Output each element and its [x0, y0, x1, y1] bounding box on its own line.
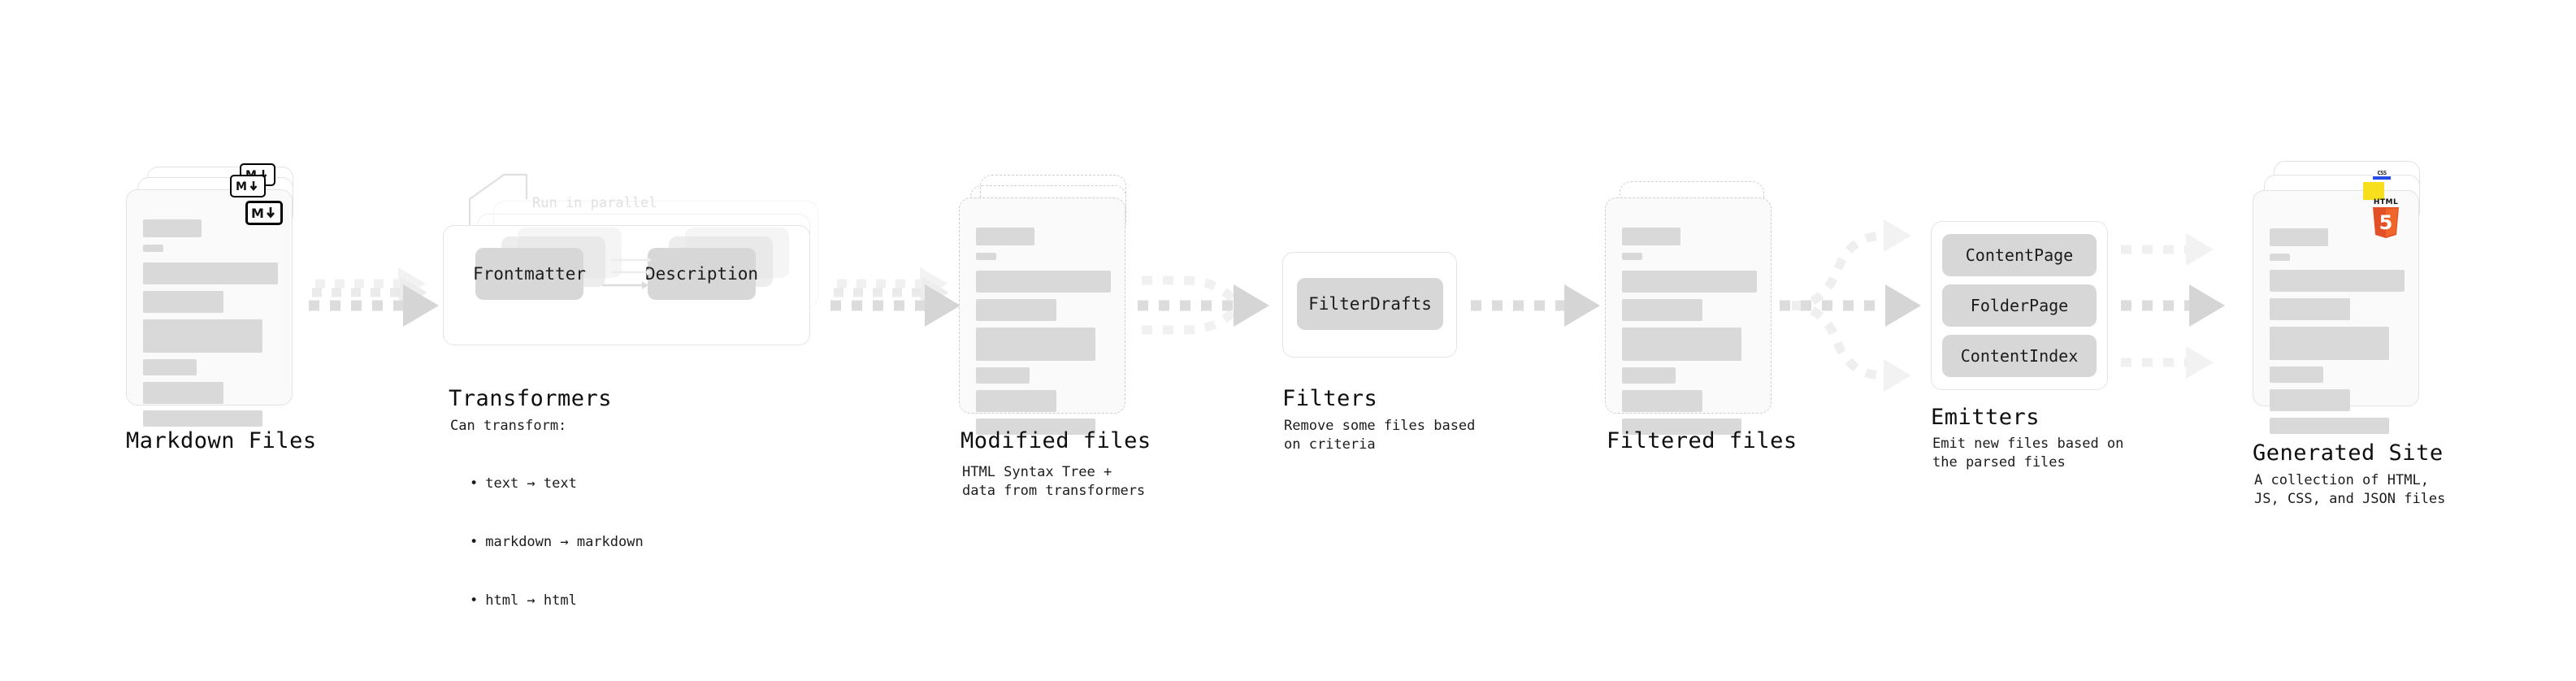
site-skeleton: [2253, 191, 2418, 434]
modified-card-front: [959, 197, 1125, 435]
skeleton-bar: [2270, 418, 2389, 434]
emitters-subtitle: Emit new files based on the parsed files: [1932, 436, 2124, 471]
transformers-bullet: •text → text: [470, 475, 577, 492]
skeleton-bar: [143, 319, 262, 353]
modified-skeleton: [960, 198, 1125, 435]
generated-site-subtitle: A collection of HTML, JS, CSS, and JSON …: [2254, 472, 2446, 507]
svg-text:M: M: [236, 180, 247, 193]
skeleton-bar: [143, 382, 223, 404]
css-icon: CSS: [2373, 166, 2391, 180]
svg-text:5: 5: [2379, 211, 2393, 234]
markdown-card-front: [126, 189, 293, 427]
filtered-files-title: Filtered files: [1607, 428, 1798, 453]
html5-glyph: HTML 5: [2373, 198, 2399, 238]
skeleton-bar: [976, 253, 996, 260]
markdown-glyph: M: [251, 206, 275, 220]
modified-files-subtitle: HTML Syntax Tree + data from transformer…: [962, 464, 1146, 499]
skeleton-bar: [143, 262, 278, 284]
arrow-transformers-to-modified: [830, 267, 961, 327]
generated-site-title: Generated Site: [2253, 440, 2444, 466]
stage-modified-files: [959, 175, 1134, 435]
skeleton-bar: [1622, 271, 1757, 293]
filter-chip-label: FilterDrafts: [1308, 294, 1432, 314]
emitter-chip-label: ContentPage: [1965, 245, 2074, 265]
modified-files-title: Modified files: [961, 428, 1151, 453]
js-icon: [2363, 182, 2384, 200]
svg-text:M: M: [251, 206, 264, 220]
transformers-bullet: •html → html: [470, 592, 577, 609]
filter-chip-filterdrafts[interactable]: FilterDrafts: [1297, 278, 1443, 330]
arrow-emitters-to-site: [2121, 233, 2225, 379]
emitter-chip-label: ContentIndex: [1960, 346, 2079, 366]
html5-icon: HTML 5: [2366, 197, 2405, 242]
transformers-title: Transformers: [449, 386, 613, 411]
bullet-text: markdown → markdown: [485, 534, 644, 550]
filters-subtitle: Remove some files based on criteria: [1284, 418, 1476, 453]
skeleton-bar: [2270, 298, 2350, 320]
skeleton-bar: [2270, 389, 2350, 411]
skeleton-bar: [2270, 327, 2389, 360]
skeleton-bar: [976, 327, 1095, 361]
skeleton-bar: [1622, 327, 1741, 361]
skeleton-bar: [143, 359, 197, 375]
run-in-parallel-label: Run in parallel: [532, 195, 657, 211]
skeleton-bar: [1622, 228, 1680, 245]
emitter-chip-contentpage[interactable]: ContentPage: [1942, 234, 2097, 276]
skeleton-bar: [976, 367, 1030, 384]
skeleton-bar: [1622, 367, 1676, 384]
skeleton-bar: [143, 291, 223, 313]
emitter-chip-label: FolderPage: [1970, 296, 2069, 315]
skeleton-bar: [976, 390, 1056, 412]
skeleton-bar: [2270, 270, 2405, 292]
transformers-subtitle: Can transform:: [450, 418, 567, 434]
stage-generated-site: CSS HTML 5: [2253, 161, 2431, 434]
transformer-chip-label: Description: [644, 264, 759, 284]
stage-filtered-files: [1605, 175, 1780, 435]
bullet-text: html → html: [485, 592, 577, 609]
skeleton-bar: [2270, 367, 2323, 383]
transformers-bullets: •text → text •markdown → markdown •html …: [452, 435, 644, 630]
emitters-title: Emitters: [1931, 405, 2040, 430]
skeleton-bar: [143, 410, 262, 427]
filtered-skeleton: [1606, 198, 1771, 435]
filters-title: Filters: [1282, 386, 1378, 411]
stage-filters: FilterDrafts: [1282, 252, 1457, 358]
skeleton-bar: [1622, 390, 1702, 412]
css-icon-label: CSS: [2377, 170, 2387, 176]
stage-transformers: Frontmatter Description: [443, 191, 825, 358]
arrow-filtered-to-emitters: [1780, 219, 1921, 392]
markdown-skeleton: [127, 190, 292, 427]
transformers-bullet: •markdown → markdown: [470, 534, 644, 550]
markdown-glyph: M: [236, 180, 258, 193]
skeleton-bar: [2270, 228, 2328, 246]
skeleton-bar: [143, 245, 163, 252]
svg-text:HTML: HTML: [2374, 198, 2398, 206]
arrow-markdown-to-transformers: [309, 267, 439, 327]
emitter-chip-folderpage[interactable]: FolderPage: [1942, 284, 2097, 327]
markdown-files-title: Markdown Files: [126, 428, 317, 453]
skeleton-bar: [976, 271, 1111, 293]
markdown-icon: M: [245, 201, 283, 225]
arrow-filters-to-filtered: [1471, 284, 1600, 327]
skeleton-bar: [2270, 254, 2290, 261]
transformer-chip-frontmatter[interactable]: Frontmatter: [472, 248, 587, 300]
site-card-front: [2253, 190, 2419, 434]
stage-markdown-files: M M M: [126, 163, 301, 427]
transformer-chip-label: Frontmatter: [472, 264, 587, 284]
skeleton-bar: [143, 219, 202, 237]
skeleton-bar: [1622, 419, 1741, 435]
markdown-icon-back-1: M: [230, 175, 266, 197]
bullet-text: text → text: [485, 475, 577, 492]
arrow-modified-to-filters: [1138, 275, 1269, 335]
emitter-chip-contentindex[interactable]: ContentIndex: [1942, 335, 2097, 377]
skeleton-bar: [1622, 299, 1702, 321]
skeleton-bar: [976, 228, 1034, 245]
skeleton-bar: [1622, 253, 1642, 260]
filtered-card-front: [1605, 197, 1772, 435]
transformer-chip-description[interactable]: Description: [644, 248, 759, 300]
skeleton-bar: [976, 299, 1056, 321]
stage-emitters: ContentPage FolderPage ContentIndex: [1931, 221, 2108, 390]
skeleton-bar: [976, 419, 1095, 435]
